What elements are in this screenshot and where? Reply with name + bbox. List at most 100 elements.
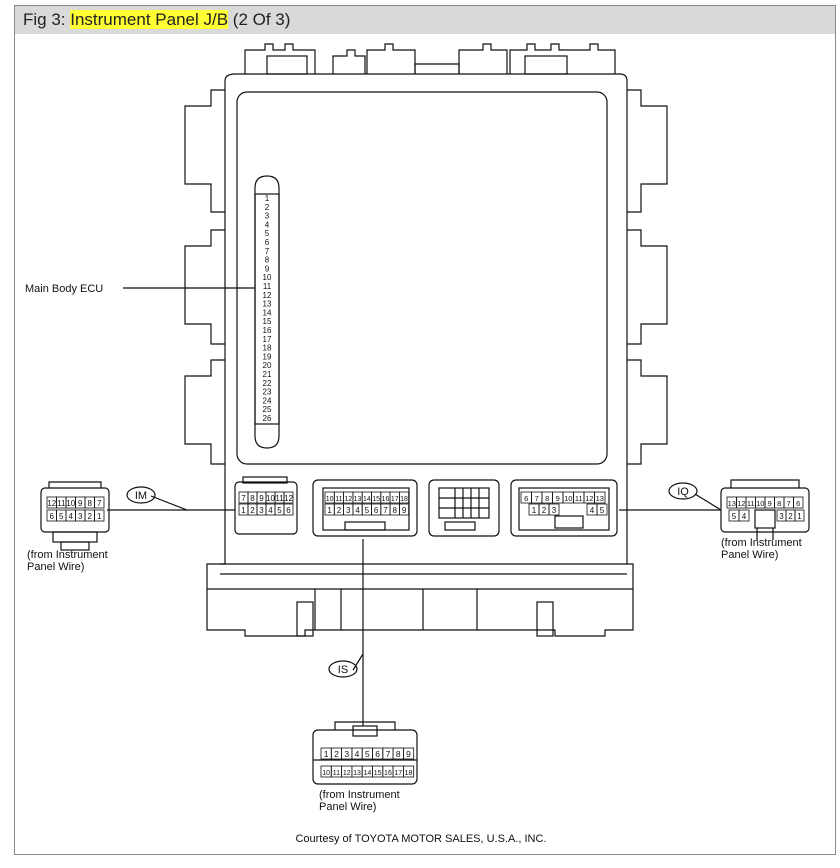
iq-jb-connector [510, 479, 618, 537]
main-body-ecu-label: Main Body ECU [25, 283, 103, 295]
pin-cell [94, 496, 105, 509]
connector-pin-number: 11 [57, 499, 66, 508]
connector-pin-number: 1 [327, 506, 332, 515]
connector-pin-number: 7 [787, 499, 791, 508]
connector-pin-number: 3 [552, 506, 557, 515]
pin-cell [94, 509, 105, 522]
ecu-pin-number: 25 [263, 405, 272, 414]
ecu-pin-number: 6 [265, 238, 270, 247]
ecu-pin-number: 11 [263, 282, 272, 291]
connector-pin-number: 9 [402, 506, 407, 515]
pin-cell [738, 509, 750, 522]
connector-pin-number: 8 [393, 506, 398, 515]
pin-cell [283, 491, 294, 504]
connector-pin-number: 12 [737, 499, 745, 508]
connector-pin-number: 4 [590, 506, 595, 515]
ecu-pin-number: 17 [263, 335, 272, 344]
connector-pin-number: 5 [277, 506, 282, 515]
im-jb-connector [234, 481, 298, 535]
pin-cell [402, 747, 415, 760]
connector-pin-number: 9 [556, 494, 560, 503]
connector-pin-number: 4 [742, 512, 747, 521]
connector-pin-number: 11 [335, 496, 342, 503]
connector-pin-number: 8 [777, 499, 781, 508]
ecu-pin-number: 10 [263, 273, 272, 282]
connector-pin-number: 4 [355, 749, 360, 759]
connector-pin-number: 2 [250, 506, 255, 515]
connector-pin-number: 13 [728, 499, 736, 508]
is-connector [312, 721, 418, 785]
connector-pin-number: 10 [66, 499, 75, 508]
ecu-pin-number: 18 [263, 344, 272, 353]
connector-pin-number: 8 [88, 499, 93, 508]
connector-pin-number: 1 [324, 749, 329, 759]
im-connector [40, 481, 110, 551]
connector-pin-number: 5 [59, 512, 64, 521]
ecu-panel [236, 91, 608, 465]
blank-jb-connector [428, 479, 500, 537]
connector-pin-number: 5 [732, 512, 737, 521]
pin-cell [793, 496, 804, 509]
connector-pin-number: 4 [355, 506, 360, 515]
ecu-pin-number: 9 [265, 264, 270, 273]
ecu-pin-number: 19 [263, 352, 272, 361]
connector-pin-number: 6 [50, 512, 55, 521]
connector-pin-number: 10 [564, 494, 572, 503]
right-tabs [627, 89, 668, 465]
connector-pin-number: 7 [386, 749, 391, 759]
iq-from-line1: (from Instrument [721, 537, 802, 549]
iq-connector [720, 479, 810, 540]
connector-pin-number: 7 [241, 494, 246, 503]
pin-cell [794, 509, 805, 522]
iq-label-oval [668, 482, 698, 500]
connector-pin-number: 8 [545, 494, 549, 503]
connector-pin-number: 11 [333, 770, 340, 777]
connector-pin-number: 14 [363, 770, 371, 777]
pin-cell [594, 491, 606, 504]
connector-pin-number: 6 [374, 506, 379, 515]
courtesy-text: Courtesy of TOYOTA MOTOR SALES, U.S.A., … [295, 833, 546, 845]
pin-cell [398, 503, 410, 516]
is-label-oval [328, 660, 358, 678]
connector-pin-number: 18 [405, 770, 413, 777]
connector-pin-number: 2 [788, 512, 793, 521]
top-connector-outline [244, 43, 616, 75]
connector-pin-number: 16 [384, 770, 392, 777]
connector-pin-number: 6 [375, 749, 380, 759]
figure-title: Fig 3: Instrument Panel J/B (2 Of 3) [15, 6, 835, 34]
connector-pin-number: 1 [241, 506, 246, 515]
is-label: IS [338, 664, 348, 676]
is-from-line2: Panel Wire) [319, 801, 376, 813]
connector-pin-number: 2 [334, 749, 339, 759]
connector-pin-number: 12 [284, 494, 293, 503]
ecu-pin-number: 8 [265, 256, 270, 265]
connector-pin-number: 14 [363, 496, 371, 503]
ecu-pin-number: 12 [263, 291, 272, 300]
connector-pin-number: 9 [768, 499, 772, 508]
connector-pin-number: 5 [365, 749, 370, 759]
pin-cell [283, 503, 294, 516]
connector-pin-number: 18 [400, 496, 408, 503]
connector-pin-number: 7 [383, 506, 388, 515]
is-jb-connector [312, 479, 418, 537]
ecu-pin-number: 23 [263, 388, 272, 397]
connector-pin-number: 15 [374, 770, 382, 777]
connector-pin-number: 11 [747, 499, 755, 508]
connector-pin-number: 16 [382, 496, 390, 503]
connector-pin-number: 9 [406, 749, 411, 759]
connector-pin-number: 6 [524, 494, 528, 503]
im-label-oval [126, 486, 156, 504]
ecu-pin-number: 2 [265, 203, 270, 212]
title-suffix: (2 Of 3) [228, 10, 291, 29]
ecu-pin-number: 15 [263, 317, 272, 326]
ecu-pin-number: 21 [263, 370, 272, 379]
connector-pin-number: 9 [78, 499, 83, 508]
ecu-pin-number: 13 [263, 300, 272, 309]
pin-cell [596, 503, 608, 516]
ecu-pin-strip [254, 175, 280, 449]
connector-pin-number: 1 [797, 512, 802, 521]
iq-label: IQ [677, 486, 689, 498]
im-from-line1: (from Instrument [27, 549, 108, 561]
